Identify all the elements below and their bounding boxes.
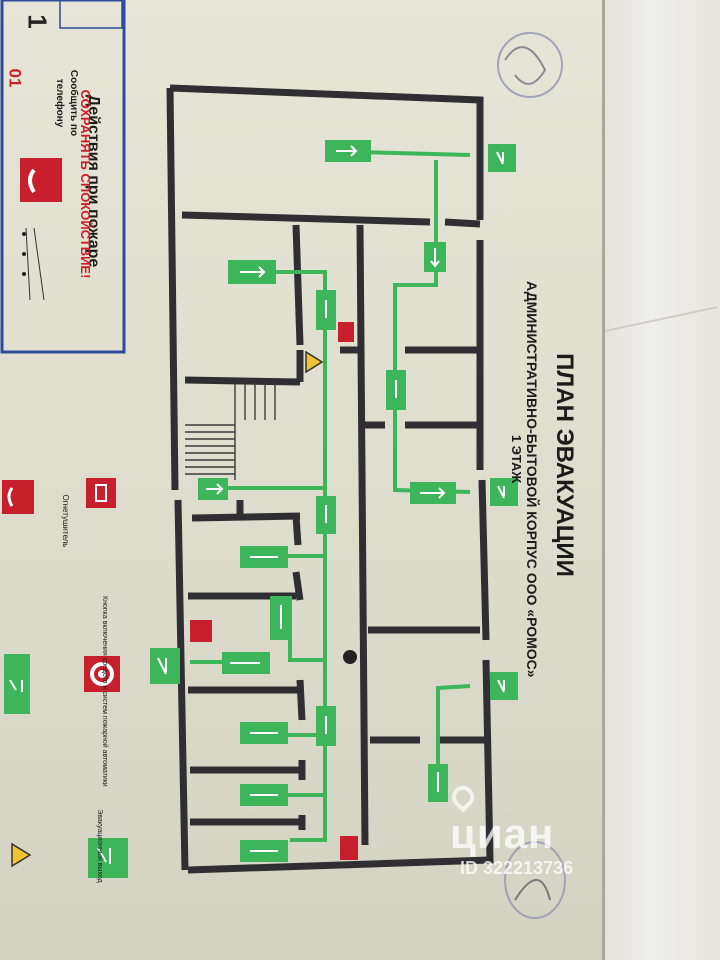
watermark-brand: циан	[450, 810, 555, 857]
legend-extinguisher-label: Огнетушитель	[61, 494, 70, 548]
staircase	[185, 383, 276, 480]
legend-exit-label: Эвакуационный выход	[96, 809, 103, 883]
report-text-line2: телефону	[54, 78, 65, 128]
evacuation-plan-poster: 1 01 Действия при пожаре СОХРАНЯТЬ СПОКО…	[0, 0, 605, 960]
wall-seam	[604, 306, 718, 332]
plan-floor: 1 ЭТАЖ	[509, 434, 524, 484]
stamp-bottom	[504, 841, 566, 919]
extinguisher-sign	[340, 836, 358, 860]
watermark-id: ID 322213736	[460, 858, 574, 878]
legend-exit-sign	[88, 838, 128, 878]
fire-equipment-signs	[2, 158, 358, 860]
extinguisher-sign	[338, 322, 354, 342]
fire-phone-number: 01	[5, 68, 25, 88]
step-number: 1	[22, 14, 53, 29]
legend-button-label: Кнопка включения средств и систем пожарн…	[101, 596, 108, 787]
plan-title: ПЛАН ЭВАКУАЦИИ	[551, 353, 578, 577]
you-are-here-marker	[343, 650, 357, 664]
evacuation-routes	[190, 150, 471, 842]
floor-plan-drawing	[0, 0, 566, 919]
legend-direction-sign	[4, 654, 30, 714]
instruction-lines	[25, 227, 45, 301]
report-text-line1: Сообщить по	[68, 69, 79, 137]
extinguisher-sign-legend	[86, 478, 116, 508]
header-frame	[59, 0, 123, 29]
stamp	[497, 32, 563, 98]
sign-glyphs	[9, 145, 505, 864]
hazard-signs	[11, 350, 324, 868]
phone-sign-plan	[190, 620, 212, 642]
phone-sign-legend	[2, 480, 34, 514]
background-wall	[604, 0, 720, 960]
phone-sign	[20, 158, 62, 202]
building-walls	[166, 84, 494, 874]
